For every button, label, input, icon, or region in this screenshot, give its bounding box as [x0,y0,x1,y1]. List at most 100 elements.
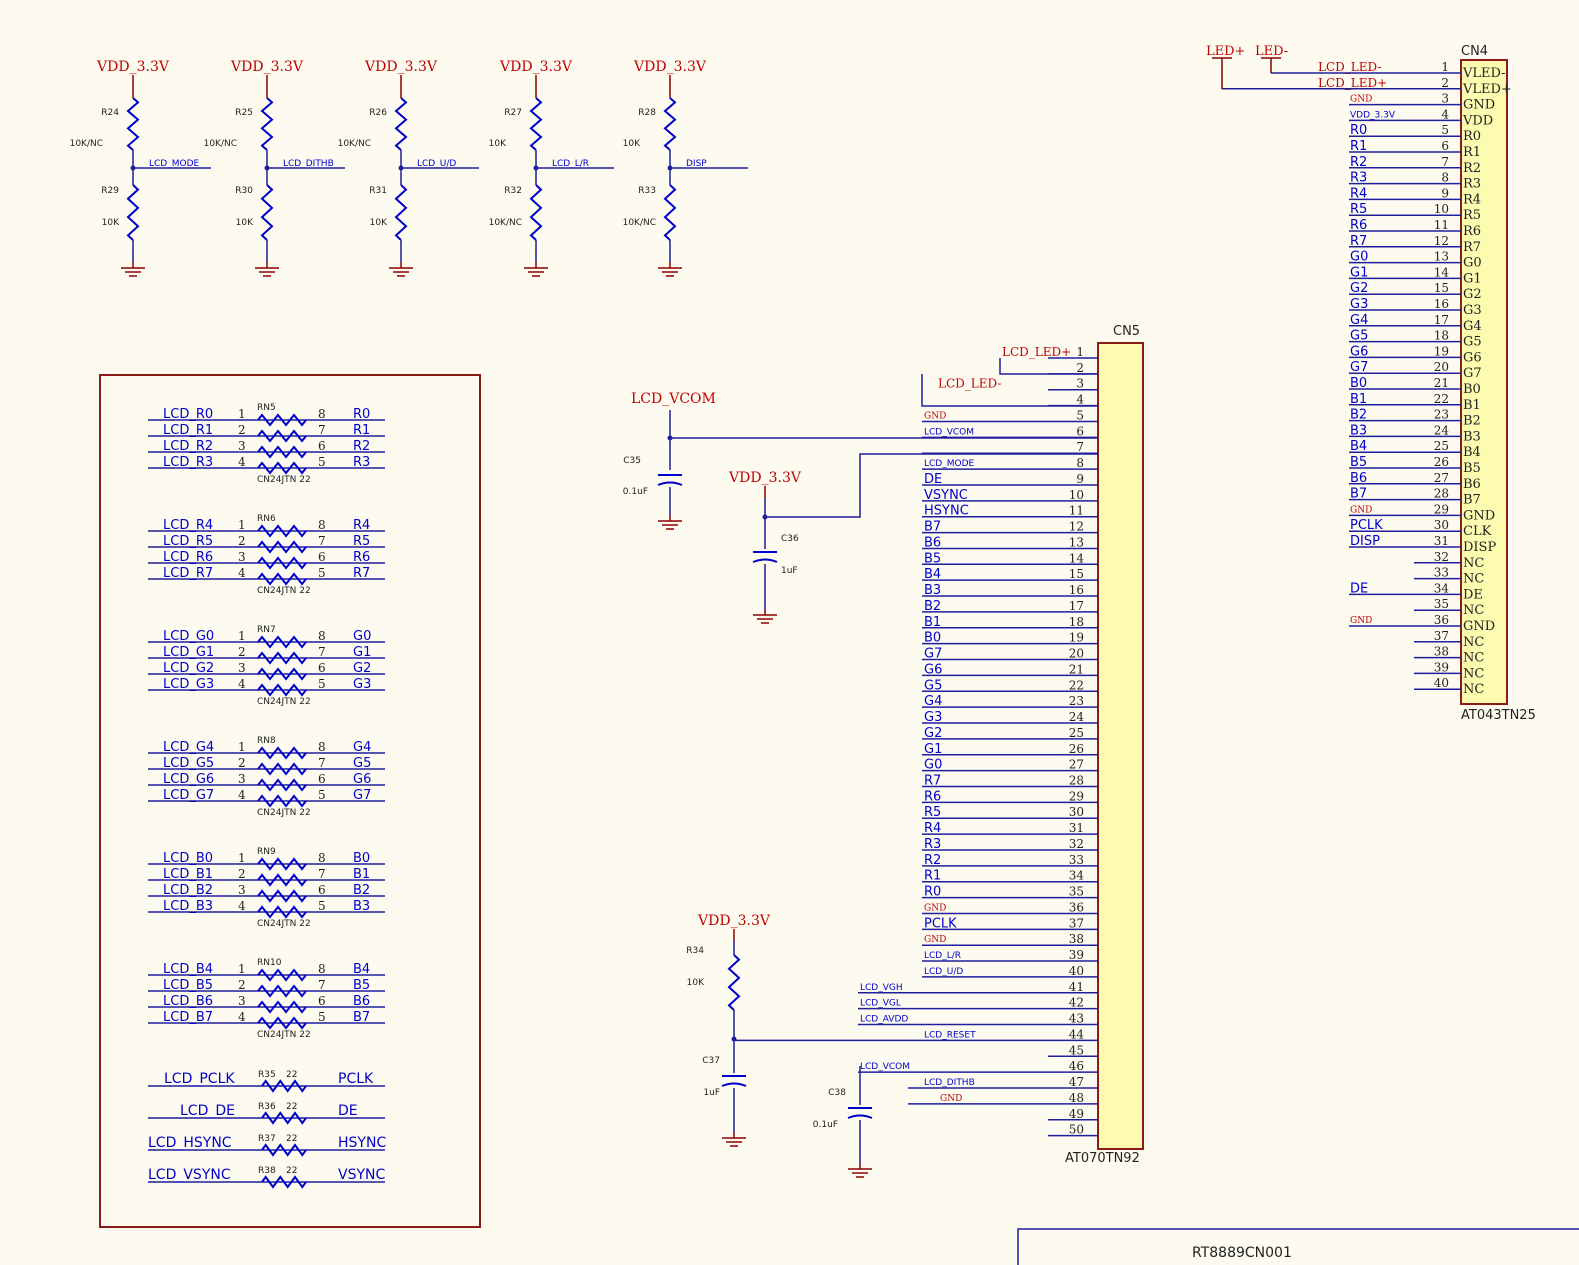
cn5-body [1097,342,1144,1150]
net-label: G6 [1350,344,1368,359]
resistor-symbol [529,97,543,151]
pin-number: 18 [1434,329,1449,343]
cap-value: 1uF [703,1088,720,1098]
pin-name: NC [1463,556,1484,571]
pin-number: 23 [1069,694,1084,708]
net-label: LCD_B3 [163,899,213,914]
net-label: R7 [924,773,941,788]
net-label: B1 [1350,392,1367,407]
net-label: G0 [1350,250,1368,265]
net-label: LCD_R0 [163,407,213,422]
resistor-symbol [257,524,307,538]
pin-number: 19 [1434,344,1449,358]
pin-name: G7 [1463,366,1482,381]
cap-ref: C38 [828,1088,846,1098]
net-label: LCD_VCOM [631,391,716,407]
pin-number: 1 [238,518,246,532]
pin-number: 10 [1069,488,1084,502]
pin-number: 17 [1434,313,1449,327]
net-label: LCD_R7 [163,566,213,581]
net-label: G3 [353,677,371,692]
net-label: PCLK [924,916,957,931]
pin-number: 2 [238,534,246,548]
pin-number: 10 [1434,202,1449,216]
vdd-label: VDD_3.3V [364,59,438,75]
pin-number: 4 [1076,393,1084,407]
resistor-symbol [257,429,307,443]
pin-number: 6 [1441,139,1449,153]
pin-number: 1 [238,740,246,754]
net-label: B7 [353,1010,370,1025]
pin-number: 5 [1441,123,1449,137]
pin-number: 27 [1434,471,1449,485]
net-label: R4 [1350,186,1367,201]
cap-ref: C37 [702,1056,720,1066]
pin-number: 2 [238,423,246,437]
net-label: VSYNC [338,1167,385,1183]
pin-number: 4 [238,455,246,469]
pin-number: 7 [1441,155,1449,169]
pin-number: 8 [1076,456,1084,470]
pin-number: 30 [1069,805,1084,819]
pin-name: B7 [1463,493,1481,508]
pin-number: 1 [238,407,246,421]
net-label: GND [924,935,946,945]
pin-number: 2 [238,867,246,881]
pin-number: 14 [1069,551,1085,565]
pin-name: B2 [1463,414,1481,429]
net-label: B6 [1350,471,1367,486]
pin-number: 23 [1434,408,1449,422]
pin-number: 38 [1434,645,1449,659]
pin-name: R7 [1463,240,1481,255]
pin-name: NC [1463,603,1484,618]
net-label: GND [1350,95,1372,105]
pin-number: 15 [1434,281,1449,295]
pin-number: 7 [318,534,326,548]
pin-number: 6 [318,883,326,897]
vdd-label: VDD_3.3V [96,59,170,75]
pin-number: 9 [1441,186,1449,200]
net-label: GND [924,903,946,913]
resistor-symbol [257,984,307,998]
pin-number: 6 [318,550,326,564]
pin-number: 32 [1434,550,1449,564]
resistor-symbol [126,97,140,151]
pin-number: 4 [1441,107,1449,121]
resistor-ref: R35 [258,1070,276,1080]
net-label: R1 [353,423,370,438]
net-label: G1 [924,742,942,757]
vdd-label: VDD_3.3V [633,59,707,75]
resistor-symbol [257,778,307,792]
pin-number: 27 [1069,758,1084,772]
resistor-value: 22 [286,1166,297,1176]
net-label: R7 [353,566,370,581]
net-label: B2 [353,883,370,898]
rnet-ref: RN7 [257,625,276,635]
net-label: G7 [353,788,371,803]
resistor-ref: R30 [235,186,253,196]
net-label: B3 [353,899,370,914]
net-label: G3 [924,710,942,725]
net-label: G2 [1350,281,1368,296]
pin-number: 8 [318,851,326,865]
resistor-ref: R37 [258,1134,276,1144]
net-label: LCD_R4 [163,518,213,533]
pin-number: 5 [1076,408,1084,422]
rnet-value: CN24JTN 22 [257,586,311,596]
pin-name: R3 [1463,177,1481,192]
net-label: B3 [1350,423,1367,438]
net-label: LCD_VCOM [924,427,974,437]
pin-name: G1 [1463,271,1482,286]
resistor-value: 22 [286,1070,297,1080]
resistor-ref: R38 [258,1166,276,1176]
resistor-ref: R33 [638,186,656,196]
net-label: R6 [924,789,941,804]
net-label: LCD_G0 [163,629,214,644]
pin-name: VDD [1462,113,1493,128]
pin-name: G5 [1463,335,1482,350]
pin-number: 1 [1076,345,1084,359]
pin-number: 18 [1069,615,1084,629]
resistor-ref: R34 [686,946,704,956]
net-label: LCD_R5 [163,534,213,549]
pin-number: 6 [1076,424,1084,438]
